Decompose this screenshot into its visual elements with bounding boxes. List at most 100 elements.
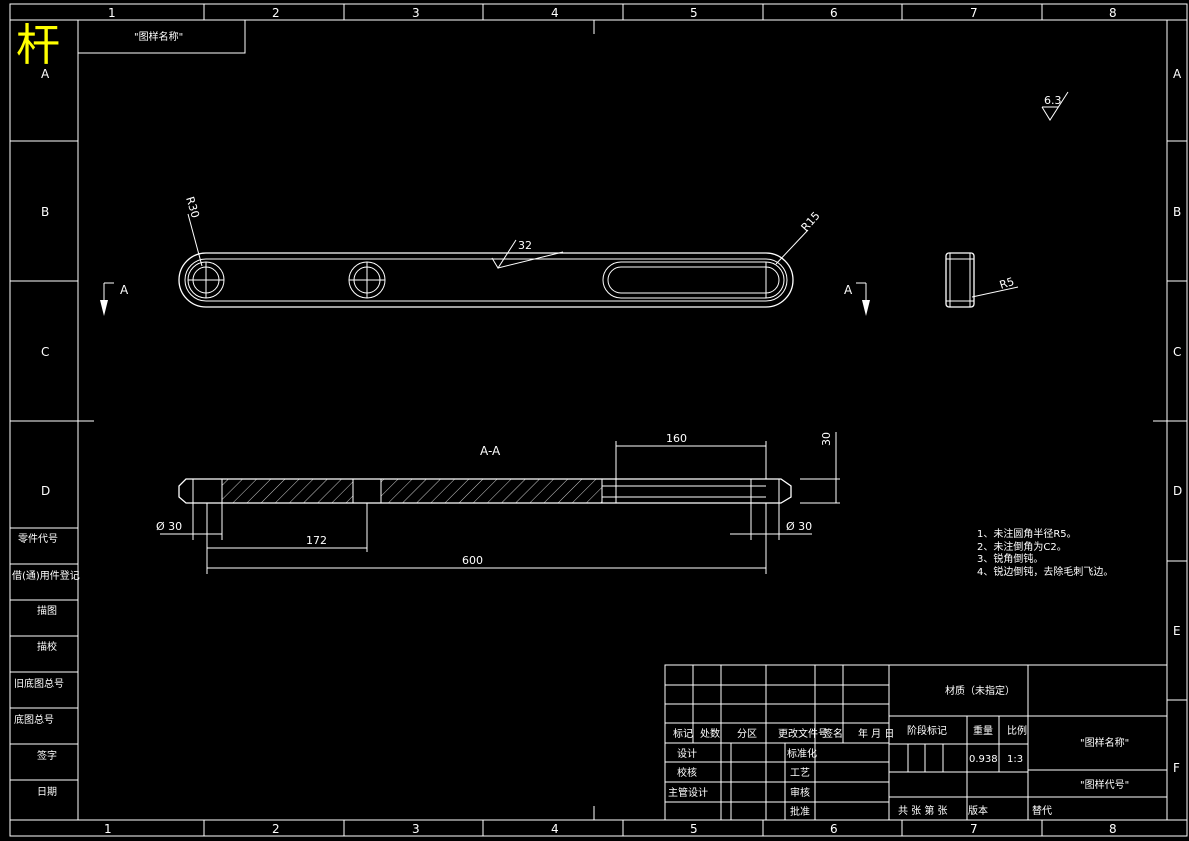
zone-row-a-right: A — [1173, 67, 1182, 81]
section-marker-right: A — [844, 282, 870, 316]
zone-col-3: 3 — [412, 6, 420, 20]
zone-row-ticks — [10, 140, 1187, 701]
dim-30-label: 30 — [820, 432, 833, 446]
scale-value: 1:3 — [1007, 754, 1023, 765]
note-1: 1、未注圆角半径R5。 — [977, 527, 1077, 540]
zone-row-e-right: E — [1173, 624, 1181, 638]
weight-value: 0.938 — [969, 754, 998, 765]
left-registration-column — [10, 527, 78, 781]
rev-header-mark: 标记 — [673, 728, 693, 740]
zone-col-6-bottom: 6 — [830, 822, 838, 836]
zone-row-d: D — [41, 484, 50, 498]
zone-row-b: B — [41, 205, 49, 219]
top-left-box-text: "图样名称" — [134, 30, 183, 43]
logo-char: 杆 — [16, 20, 60, 71]
dim-phi-right: Ø 30 — [730, 503, 812, 540]
material-label: 材质（未指定） — [945, 684, 1015, 697]
zone-col-7: 7 — [970, 6, 978, 20]
rev-header-sign: 签名 — [823, 727, 843, 740]
weight-label: 重量 — [973, 724, 993, 737]
rev-header-doc: 更改文件号 — [778, 727, 828, 740]
zone-col-4-bottom: 4 — [551, 822, 559, 836]
left-col-label-3: 描校 — [37, 640, 57, 653]
version-label: 版本 — [968, 804, 988, 817]
dim-phi-right-label: Ø 30 — [786, 520, 812, 533]
sign-row-design: 设计 — [677, 747, 697, 760]
zone-row-c-right: C — [1173, 345, 1181, 359]
left-col-label-0: 零件代号 — [18, 533, 58, 545]
sign-row-approve: 批准 — [790, 805, 810, 818]
zone-col-5: 5 — [690, 6, 698, 20]
sign-row-check: 校核 — [677, 766, 697, 779]
zone-column-labels-bottom: 1 2 3 4 5 6 7 8 — [104, 822, 1117, 836]
dim-160: 160 — [615, 432, 767, 479]
roughness-symbol: 6.3 — [1041, 91, 1069, 121]
drawing-name: "图样名称" — [1080, 736, 1129, 749]
zone-col-2-bottom: 2 — [272, 822, 280, 836]
rev-header-count: 处数 — [700, 727, 720, 740]
zone-row-a: A — [41, 67, 50, 81]
zone-col-2: 2 — [272, 6, 280, 20]
zone-col-7-bottom: 7 — [970, 822, 978, 836]
zone-row-labels-right: A B C D E F — [1173, 67, 1182, 775]
zone-col-8-bottom: 8 — [1109, 822, 1117, 836]
side-view: R5 — [945, 252, 1019, 308]
zone-column-ticks — [203, 4, 1043, 836]
top-view-link — [178, 252, 794, 308]
zone-column-labels-top: 1 2 3 4 5 6 7 8 — [108, 6, 1117, 20]
rev-header-date: 年 月 日 — [858, 727, 894, 740]
note-3: 3、锐角倒钝。 — [977, 552, 1043, 565]
dim-phi-left-label: Ø 30 — [156, 520, 182, 533]
stage-label: 阶段标记 — [907, 724, 947, 737]
left-col-label-4: 旧底图总号 — [14, 677, 64, 690]
dim-30-vertical: 30 — [800, 432, 840, 504]
zone-col-5-bottom: 5 — [690, 822, 698, 836]
technical-notes: 1、未注圆角半径R5。 2、未注倒角为C2。 3、锐角倒钝。 4、锐边倒钝，去除… — [977, 527, 1113, 578]
sign-row-process: 工艺 — [790, 767, 810, 779]
dim-172: 172 — [206, 503, 368, 574]
zone-col-1-bottom: 1 — [104, 822, 112, 836]
sign-row-standard: 标准化 — [787, 747, 817, 760]
scale-label: 比例 — [1007, 724, 1027, 737]
sign-row-review: 审核 — [790, 786, 810, 799]
dim-r30: R30 — [183, 195, 203, 267]
zone-row-f-right: F — [1173, 761, 1180, 775]
drawing-code: "图样代号" — [1080, 778, 1129, 791]
top-left-box — [77, 19, 246, 54]
zone-col-4: 4 — [551, 6, 559, 20]
zone-col-6: 6 — [830, 6, 838, 20]
left-col-label-5: 底图总号 — [14, 713, 54, 726]
dim-32-callout: 32 — [491, 239, 564, 269]
section-marker-left: A — [100, 282, 129, 316]
left-col-label-2: 描图 — [37, 604, 57, 617]
zone-row-c: C — [41, 345, 49, 359]
sign-row-chief: 主管设计 — [668, 786, 708, 799]
dim-600: 600 — [207, 503, 767, 574]
title-block — [664, 664, 1168, 821]
replace-label: 替代 — [1032, 804, 1052, 817]
left-col-label-7: 日期 — [37, 786, 57, 798]
sheet-count: 共 张 第 张 — [898, 804, 948, 817]
note-2: 2、未注倒角为C2。 — [977, 540, 1067, 553]
left-col-label-1: 借(通)用件登记 — [12, 569, 80, 582]
section-aa — [178, 478, 792, 504]
dim-160-label: 160 — [666, 432, 687, 445]
zone-col-3-bottom: 3 — [412, 822, 420, 836]
left-col-label-6: 签字 — [37, 749, 57, 762]
zone-col-1: 1 — [108, 6, 116, 20]
dim-r5-label: R5 — [998, 275, 1016, 292]
dim-32-label: 32 — [518, 239, 532, 252]
title-block-text: 材质（未指定） 标记 处数 分区 更改文件号 签名 年 月 日 设计 标准化 校… — [668, 684, 1129, 818]
outer-frame — [9, 3, 1188, 837]
section-mark-left-label: A — [120, 283, 129, 297]
note-4: 4、锐边倒钝，去除毛刺飞边。 — [977, 565, 1113, 578]
roughness-value: 6.3 — [1044, 94, 1062, 107]
left-registration-labels: 零件代号 借(通)用件登记 描图 描校 旧底图总号 底图总号 签字 日期 — [12, 533, 80, 798]
dim-600-label: 600 — [462, 554, 483, 567]
section-title: A-A — [480, 444, 501, 458]
zone-row-labels-left: A B C D — [41, 67, 50, 498]
dim-phi-left: Ø 30 — [156, 503, 223, 540]
zone-row-b-right: B — [1173, 205, 1181, 219]
section-mark-right-label: A — [844, 283, 853, 297]
